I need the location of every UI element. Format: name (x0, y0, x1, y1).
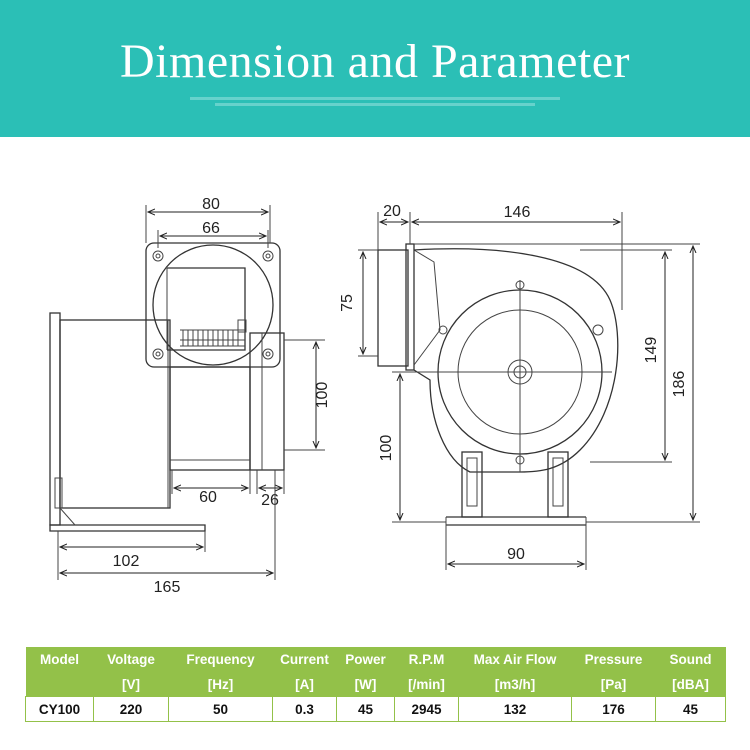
dim-base-length: 102 (113, 553, 140, 570)
unit-voltage: [V] (93, 672, 169, 697)
cell-voltage: 220 (93, 696, 169, 722)
col-header-power: Power (336, 647, 395, 672)
unit-air-flow: [m3/h] (458, 672, 572, 697)
cell-sound: 45 (655, 696, 726, 722)
unit-power: [W] (336, 672, 395, 697)
col-header-frequency: Frequency (168, 647, 273, 672)
cell-frequency: 50 (168, 696, 273, 722)
dim-overall-length: 165 (154, 579, 181, 596)
table-units-row: [V] [Hz] [A] [W] [/min] [m3/h] [Pa] [dBA… (25, 672, 726, 697)
cell-model: CY100 (25, 696, 94, 722)
col-header-rpm: R.P.M (394, 647, 459, 672)
col-header-pressure: Pressure (571, 647, 656, 672)
unit-model (25, 672, 94, 697)
dimension-drawing: 80 66 100 60 26 102 165 (49, 196, 700, 596)
table-header-row: Model Voltage Frequency Current Power R.… (25, 647, 726, 672)
dim-body-width: 146 (504, 204, 531, 221)
dim-housing-height: 149 (643, 337, 660, 364)
unit-rpm: [/min] (394, 672, 459, 697)
dim-overall-height: 186 (671, 371, 688, 398)
table-row: CY100 220 50 0.3 45 2945 132 176 45 (25, 696, 726, 722)
dim-outlet-offset: 26 (261, 492, 279, 509)
dim-flange-width: 80 (202, 196, 220, 213)
dim-flange-thickness: 20 (383, 203, 401, 220)
side-view: 20 146 75 149 186 100 90 (339, 203, 700, 570)
cell-air-flow: 132 (458, 696, 572, 722)
dim-outlet-height: 100 (314, 382, 331, 409)
front-view: 80 66 100 60 26 102 165 (49, 196, 331, 596)
decorative-line (190, 97, 560, 100)
col-header-air-flow: Max Air Flow (458, 647, 572, 672)
unit-pressure: [Pa] (571, 672, 656, 697)
dim-center-height: 100 (378, 435, 395, 462)
dim-hole-spacing: 66 (202, 220, 220, 237)
unit-current: [A] (272, 672, 337, 697)
col-header-sound: Sound (655, 647, 726, 672)
col-header-voltage: Voltage (93, 647, 169, 672)
col-header-current: Current (272, 647, 337, 672)
cell-pressure: 176 (571, 696, 656, 722)
cell-current: 0.3 (272, 696, 337, 722)
col-header-model: Model (25, 647, 94, 672)
dim-base-width: 90 (507, 546, 525, 563)
parameter-table: Model Voltage Frequency Current Power R.… (25, 647, 726, 722)
cell-power: 45 (336, 696, 395, 722)
cell-rpm: 2945 (394, 696, 459, 722)
unit-sound: [dBA] (655, 672, 726, 697)
page-title: Dimension and Parameter (119, 35, 630, 88)
dim-outlet-width: 60 (199, 489, 217, 506)
impeller (180, 319, 247, 347)
dim-outlet-height-side: 75 (339, 294, 356, 312)
unit-frequency: [Hz] (168, 672, 273, 697)
header-banner: Dimension and Parameter (0, 0, 750, 137)
decorative-line (215, 103, 535, 106)
